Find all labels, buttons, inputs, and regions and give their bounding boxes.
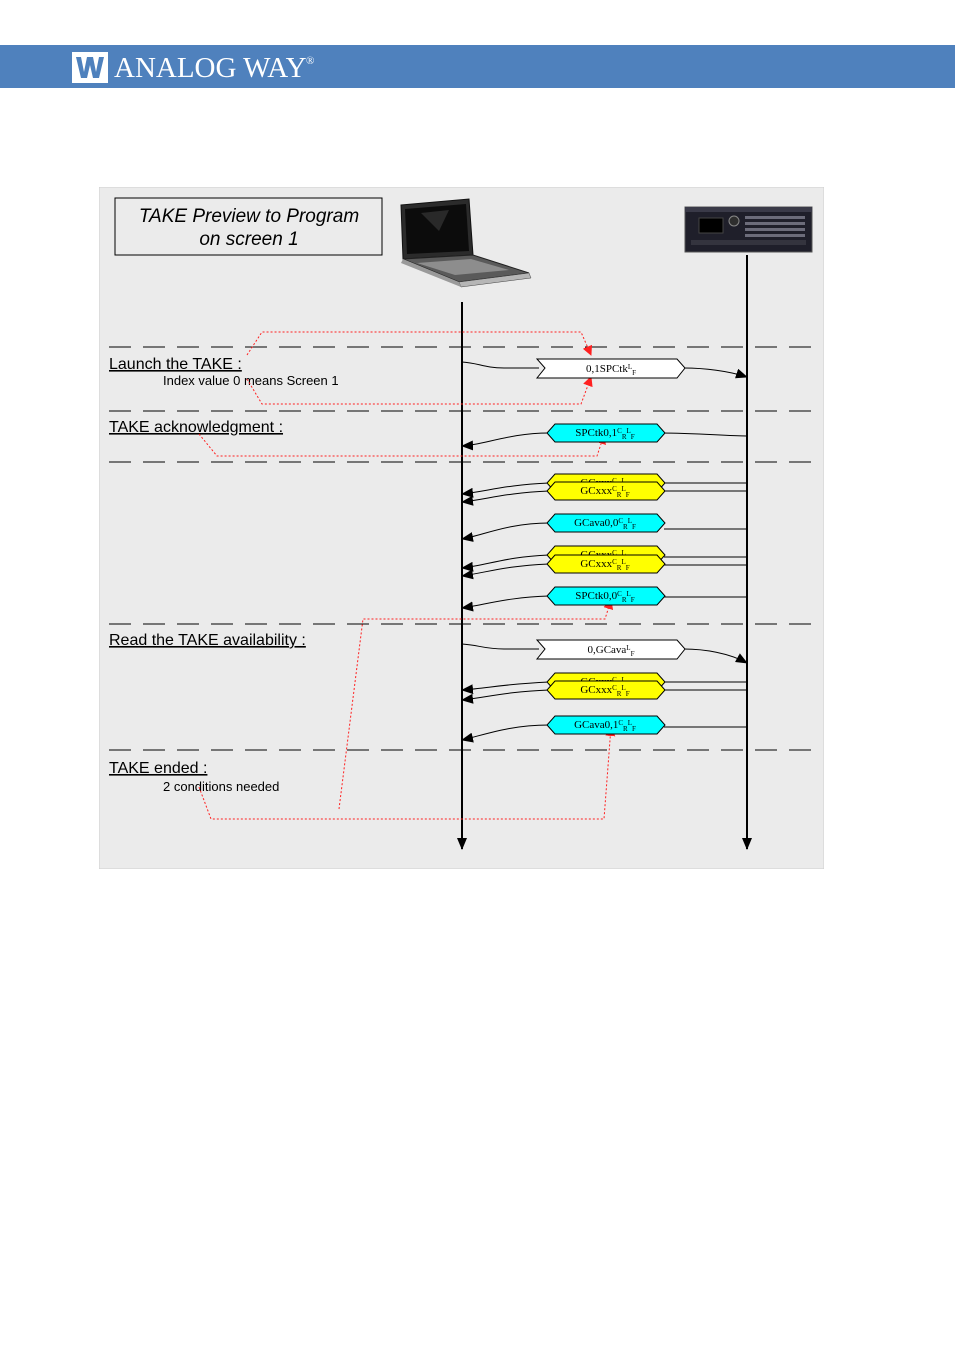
message-gcava-1: GCava0,1CRLF xyxy=(546,715,666,735)
take-sequence-diagram: TAKE Preview to Program on screen 1 Laun… xyxy=(99,187,824,869)
message-gcava-0: GCava0,0CRLF xyxy=(546,513,666,533)
section-label-take-ack: TAKE acknowledgment : xyxy=(109,419,283,436)
svg-text:GCxxxCRLF: GCxxxCRLF xyxy=(580,485,629,499)
svg-text:SPCtk0,0CRLF: SPCtk0,0CRLF xyxy=(575,590,635,604)
svg-text:GCxxxCRLF: GCxxxCRLF xyxy=(580,684,629,698)
section-label-read-availability: Read the TAKE availability : xyxy=(109,632,306,649)
message-send-take: 0,1SPCtkLF xyxy=(535,358,686,379)
section-note-take-ended: 2 conditions needed xyxy=(163,779,279,794)
section-label-launch-take: Launch the TAKE : xyxy=(109,356,242,373)
section-label-take-ended: TAKE ended : xyxy=(109,760,207,777)
svg-text:GCava0,1CRLF: GCava0,1CRLF xyxy=(574,719,636,733)
brand-name: ANALOG WAY xyxy=(114,52,307,84)
header-bar xyxy=(0,45,955,88)
title-line-2: on screen 1 xyxy=(199,229,298,250)
analog-way-logo-icon xyxy=(72,52,108,83)
message-gcxxx-a2: GCxxxCRLF xyxy=(546,481,666,501)
section-separators xyxy=(109,346,814,751)
message-read-gcava: 0,GCavaLF xyxy=(535,639,686,660)
svg-text:GCxxxCRLF: GCxxxCRLF xyxy=(580,558,629,572)
message-connectors xyxy=(461,361,748,743)
registered-mark: ® xyxy=(306,55,315,67)
svg-text:0,1SPCtkLF: 0,1SPCtkLF xyxy=(586,363,636,377)
red-annotation-lines xyxy=(198,331,616,820)
message-gcxxx-b2: GCxxxCRLF xyxy=(546,554,666,574)
section-note-launch-take: Index value 0 means Screen 1 xyxy=(163,373,339,388)
message-ack-take: SPCtk0,1CRLF xyxy=(546,423,666,443)
video-processor-icon xyxy=(684,206,813,253)
message-gcxxx-c2: GCxxxCRLF xyxy=(546,680,666,700)
svg-text:SPCtk0,1CRLF: SPCtk0,1CRLF xyxy=(575,427,635,441)
title-box xyxy=(114,197,383,256)
svg-text:0,GCavaLF: 0,GCavaLF xyxy=(588,644,635,658)
message-spctk-00: SPCtk0,0CRLF xyxy=(546,586,666,606)
laptop-icon xyxy=(400,198,532,288)
title-line-1: TAKE Preview to Program xyxy=(139,206,359,227)
svg-text:GCava0,0CRLF: GCava0,0CRLF xyxy=(574,517,636,531)
